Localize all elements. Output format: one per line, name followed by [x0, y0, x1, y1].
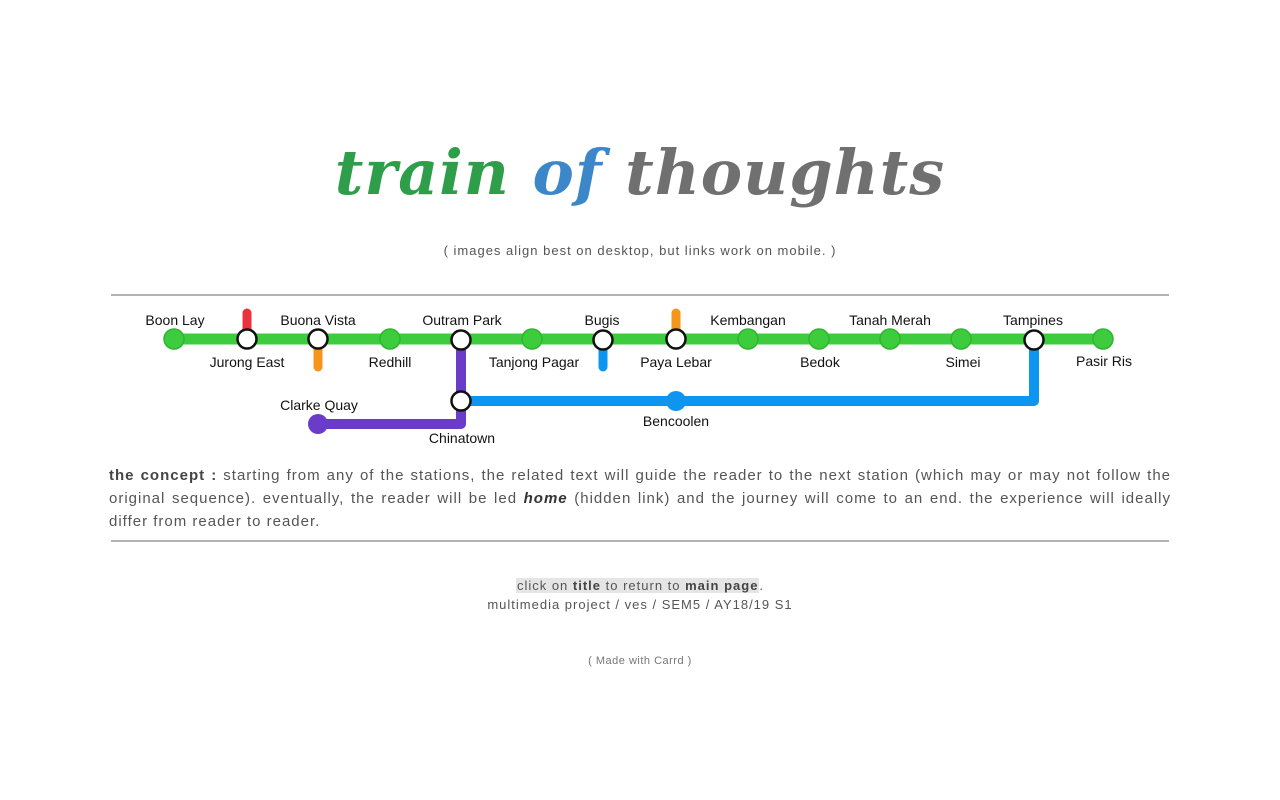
label-kembangan[interactable]: Kembangan — [710, 312, 786, 328]
label-bedok[interactable]: Bedok — [800, 354, 841, 370]
station-buona-vista[interactable] — [307, 328, 329, 350]
home-hidden-link[interactable]: home — [523, 490, 568, 507]
station-chinatown[interactable] — [450, 390, 472, 412]
label-bencoolen[interactable]: Bencoolen — [643, 413, 709, 429]
concept-text-1: starting from any of the stations, the r… — [109, 467, 1172, 507]
label-tanah-merah[interactable]: Tanah Merah — [849, 312, 931, 328]
footer-text: to return to — [601, 578, 686, 593]
label-boon-lay[interactable]: Boon Lay — [145, 312, 204, 328]
title-word-thoughts: thoughts — [625, 136, 946, 209]
purple-line — [318, 340, 466, 429]
divider-bottom — [111, 540, 1169, 542]
label-tampines[interactable]: Tampines — [1003, 312, 1063, 328]
label-buona-vista[interactable]: Buona Vista — [280, 312, 355, 328]
train-map: Boon Lay Jurong East Buona Vista Redhill… — [145, 308, 1132, 446]
station-bencoolen[interactable] — [666, 391, 686, 411]
label-pasir-ris[interactable]: Pasir Ris — [1076, 353, 1132, 369]
divider-top — [111, 294, 1169, 296]
station-bugis[interactable] — [592, 329, 614, 351]
label-redhill[interactable]: Redhill — [369, 354, 412, 370]
label-simei[interactable]: Simei — [945, 354, 980, 370]
station-tampines[interactable] — [1023, 329, 1045, 351]
label-paya-lebar[interactable]: Paya Lebar — [640, 354, 712, 370]
footer-title-word: title — [572, 578, 602, 593]
label-bugis[interactable]: Bugis — [584, 312, 619, 328]
return-instruction: click on title to return to main page. — [0, 578, 1280, 593]
concept-paragraph: the concept : starting from any of the s… — [109, 464, 1171, 533]
station-outram-park[interactable] — [450, 329, 472, 351]
credits: multimedia project / ves / SEM5 / AY18/1… — [487, 597, 793, 612]
footer-main-page: main page — [685, 578, 759, 593]
station-simei[interactable] — [950, 328, 972, 350]
station-kembangan[interactable] — [737, 328, 759, 350]
footer-period: . — [759, 578, 765, 593]
station-jurong-east[interactable] — [236, 328, 258, 350]
page-title[interactable]: train of thoughts — [0, 136, 1280, 209]
title-word-train: train — [334, 136, 510, 209]
station-paya-lebar[interactable] — [665, 328, 687, 350]
made-with-carrd-link[interactable]: ( Made with Carrd ) — [588, 655, 692, 667]
label-jurong-east[interactable]: Jurong East — [210, 354, 285, 370]
concept-label: the concept : — [109, 467, 218, 484]
station-pasir-ris[interactable] — [1092, 328, 1114, 350]
footer-text: click on — [516, 578, 573, 593]
station-bedok[interactable] — [808, 328, 830, 350]
title-word-of: of — [532, 136, 603, 209]
label-outram-park[interactable]: Outram Park — [422, 312, 502, 328]
station-tanah-merah[interactable] — [879, 328, 901, 350]
label-chinatown[interactable]: Chinatown — [429, 430, 495, 446]
station-clarke-quay[interactable] — [308, 414, 328, 434]
blue-line — [461, 340, 1039, 406]
label-tanjong-pagar[interactable]: Tanjong Pagar — [489, 354, 580, 370]
label-clarke-quay[interactable]: Clarke Quay — [280, 397, 358, 413]
station-redhill[interactable] — [379, 328, 401, 350]
subtitle: ( images align best on desktop, but link… — [443, 243, 837, 258]
concept-text-2: (hidden link) and the journey will come … — [109, 490, 1172, 530]
station-tanjong-pagar[interactable] — [521, 328, 543, 350]
station-boon-lay[interactable] — [163, 328, 185, 350]
